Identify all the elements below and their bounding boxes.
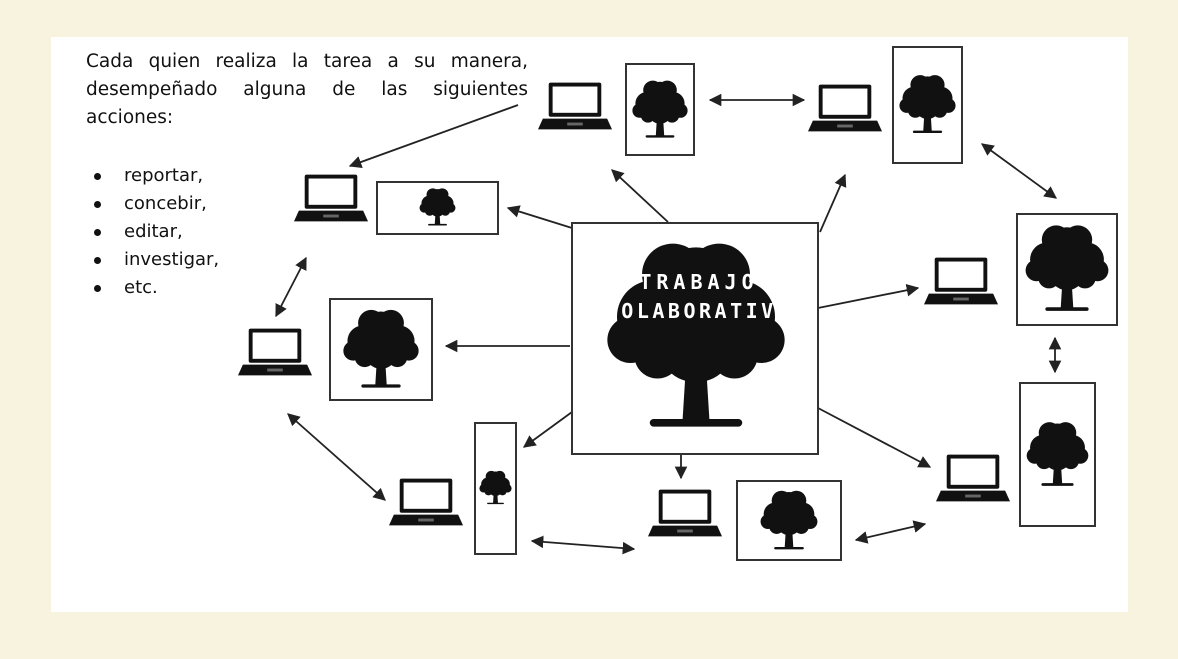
center-title-line1: TRABAJO <box>639 270 758 294</box>
connector-arrow <box>819 173 847 233</box>
connector-arrow <box>348 104 519 169</box>
connector-arrow <box>522 411 573 448</box>
connector-arrow <box>287 413 386 501</box>
action-item: concebir, <box>86 190 219 218</box>
connector-arrow <box>506 205 573 229</box>
connector-arrow <box>817 407 932 468</box>
action-item: etc. <box>86 274 219 302</box>
connector-arrow <box>980 143 1058 199</box>
center-title-line2: COLABORATIVO <box>606 299 793 323</box>
action-item: reportar, <box>86 162 219 190</box>
action-item: investigar, <box>86 246 219 274</box>
action-item: editar, <box>86 218 219 246</box>
connector-arrow <box>530 535 636 555</box>
connector-arrow <box>611 169 669 223</box>
actions-list: reportar, concebir, editar, investigar, … <box>86 162 219 302</box>
connector-arrow <box>817 284 920 309</box>
connector-arrow <box>854 520 927 544</box>
central-tree-node: TRABAJO COLABORATIVO <box>571 222 819 455</box>
connector-arrow <box>275 256 307 318</box>
intro-text: Cada quien realiza la tarea a su manera,… <box>86 51 528 128</box>
